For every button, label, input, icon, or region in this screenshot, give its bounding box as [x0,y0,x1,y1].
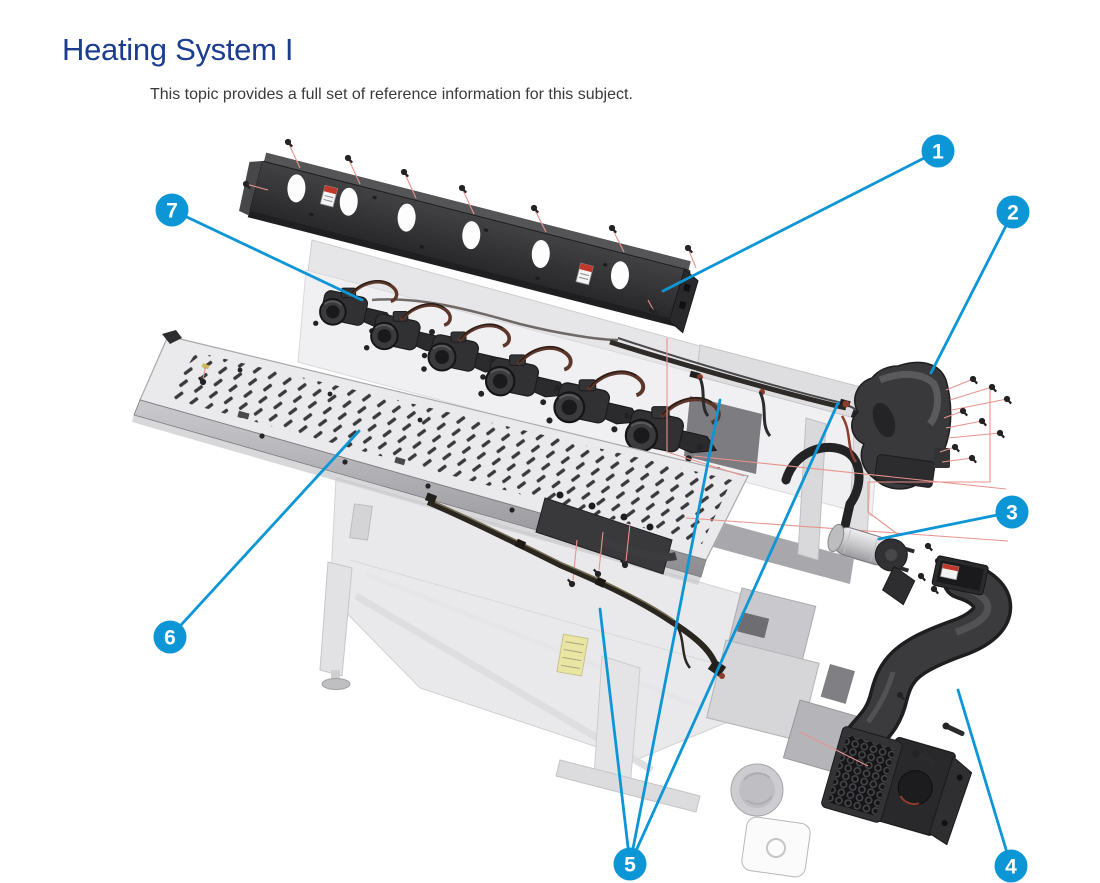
callout-5-leader [628,401,840,866]
callout-7-marker [155,193,189,227]
warning-label [575,262,594,286]
platen-panel-part [132,330,749,589]
callout-3-marker [995,495,1029,529]
callouts: 1 2 3 4 5 6 7 [153,134,1030,883]
heater-cable-harness [424,338,745,679]
callout-2-marker [996,195,1030,229]
callout-7: 7 [155,193,364,302]
svg-text:7: 7 [166,200,178,223]
cover-part [851,361,1013,537]
page-subtitle: This topic provides a full set of refere… [150,86,633,103]
callout-6-leader [168,429,361,639]
callout-4: 4 [956,688,1028,883]
svg-text:3: 3 [1006,502,1018,525]
callout-4-leader [956,688,1013,868]
callout-2: 2 [929,195,1030,375]
motor-part [685,455,1009,606]
callout-5-marker [613,847,647,881]
duct-part [799,555,1013,846]
callout-5-leader [628,398,722,866]
callout-3-leader [877,510,1014,541]
svg-text:2: 2 [1007,202,1019,225]
warning-label [319,184,339,208]
callout-2-leader [929,210,1015,375]
callout-5-leader [598,607,632,866]
svg-text:6: 6 [164,627,176,650]
svg-text:4: 4 [1005,856,1017,879]
callout-1: 1 [661,134,955,293]
callout-6: 6 [153,429,361,654]
printer-chassis [297,239,881,878]
svg-text:1: 1 [932,141,944,164]
vent-bar-screws [241,137,697,318]
yellow-label [556,633,589,677]
vent-bar-part [239,137,699,334]
callout-5: 5 [598,398,840,881]
callout-1-marker [921,134,955,168]
page-title: Heating System I [62,32,294,67]
callout-6-marker [153,620,187,654]
callout-4-marker [994,849,1028,883]
callout-1-leader [661,149,940,293]
callout-3: 3 [877,495,1029,541]
svg-text:5: 5 [624,854,636,877]
callout-7-leader [170,208,364,302]
